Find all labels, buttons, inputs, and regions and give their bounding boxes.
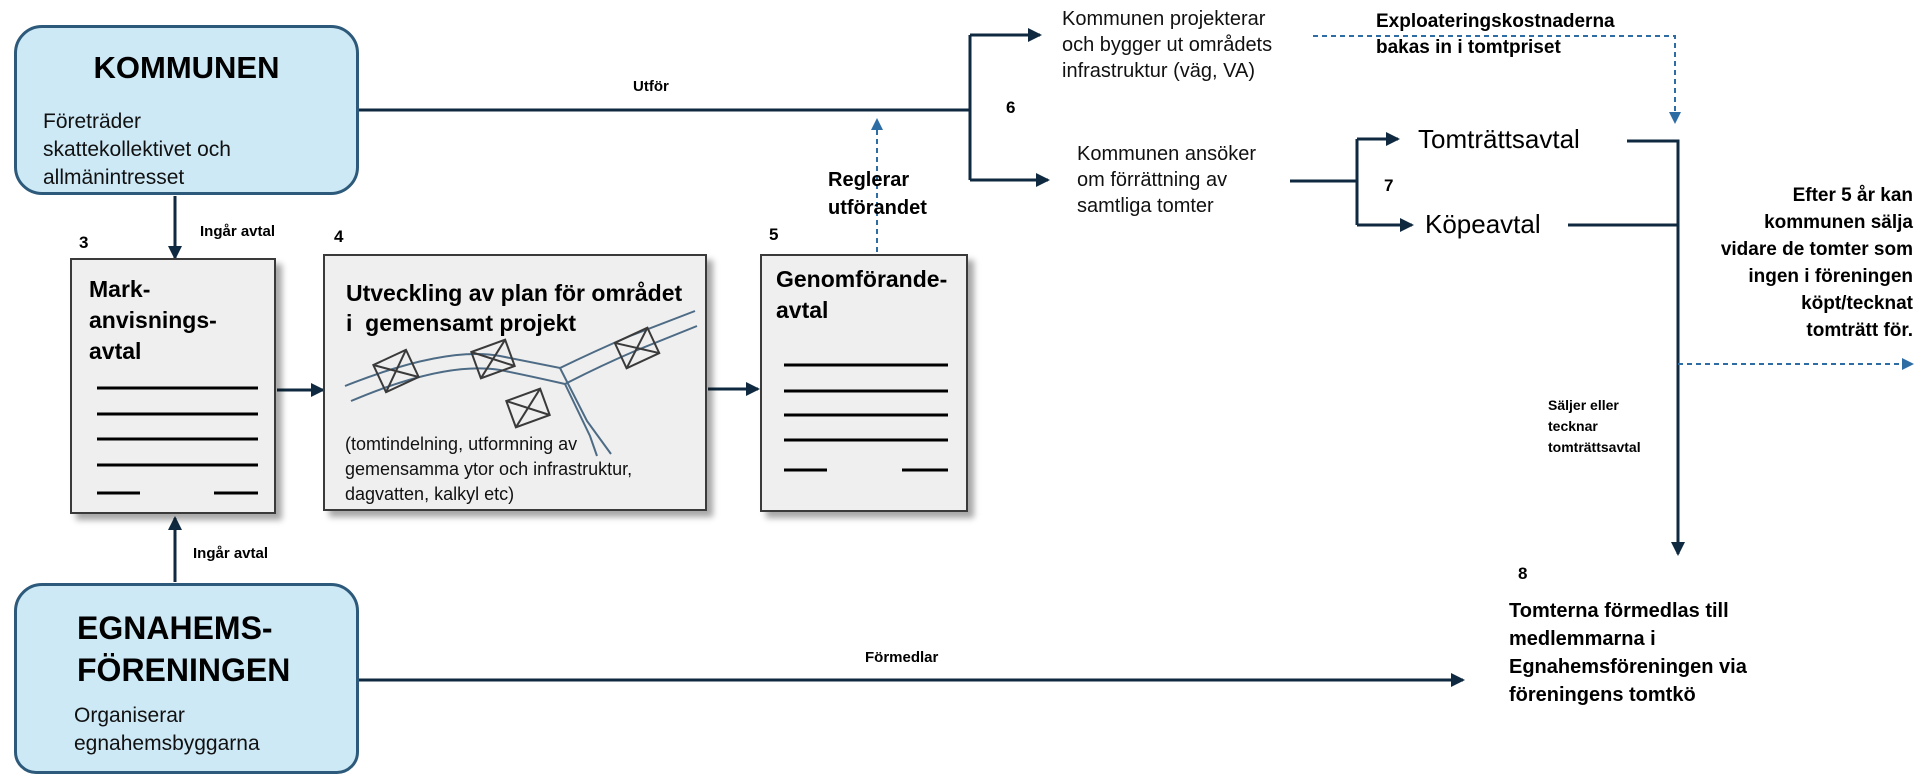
reglerar-label: Reglerar utförandet (828, 166, 927, 222)
step-number-5: 5 (769, 225, 779, 244)
plan-doc: Utveckling av plan för området i gemensa… (323, 254, 707, 511)
efter5-text: Efter 5 år kan kommunen sälja vidare de … (1660, 182, 1913, 344)
efter5-line3: vidare de tomter som (1720, 239, 1913, 260)
doc5-text-lines (784, 363, 948, 472)
tomterna-line3: Egnahemsföreningen via (1509, 656, 1747, 678)
doc5-title-line2: avtal (776, 297, 829, 323)
step-number-8: 8 (1518, 564, 1528, 583)
ansoker-line2: om förrättning av (1077, 169, 1228, 191)
exploatering-line1: Exploateringskostnaderna (1376, 11, 1615, 32)
efter5-line1: Efter 5 år kan (1792, 185, 1913, 206)
tomtratt-out-line (1627, 139, 1680, 225)
ansoker-text: Kommunen ansöker om förrättning av samtl… (1077, 141, 1256, 219)
genomforandeavtal-doc: Genomförande- avtal (760, 254, 968, 512)
efter5-line4: ingen i föreningen (1748, 266, 1913, 287)
utfor-label: Utför (633, 78, 669, 95)
tomterna-text: Tomterna förmedlas till medlemmarna i Eg… (1509, 597, 1747, 709)
ansoker-line3: samtliga tomter (1077, 195, 1214, 217)
efter5-line2: kommunen sälja (1764, 212, 1913, 233)
reglerar-line1: Reglerar (828, 169, 910, 191)
doc5-title-line1: Genomförande- (776, 266, 948, 292)
step-number-7: 7 (1384, 176, 1394, 195)
doc4-title-line2: i gemensamt projekt (346, 310, 577, 336)
efter5-line6: tomträtt för. (1806, 320, 1913, 341)
doc5-title: Genomförande- avtal (776, 264, 947, 326)
ansoker-line1: Kommunen ansöker (1077, 143, 1256, 165)
projekterar-line1: Kommunen projekterar (1062, 8, 1266, 30)
projekterar-line2: och bygger ut områdets (1062, 34, 1273, 56)
foreningen-description: Organiserar egnahemsbyggarna (74, 704, 260, 755)
foreningen-title-line1: EGNAHEMS- (77, 610, 273, 646)
exploatering-dashed-line (1313, 35, 1681, 124)
reglerar-line2: utförandet (828, 197, 927, 219)
kommunen-description: Företräder skattekollektivet och allmäni… (43, 110, 231, 189)
kommunen-box: KOMMUNEN Företräder skattekollektivet oc… (14, 25, 359, 195)
projekterar-line3: infrastruktur (väg, VA) (1062, 60, 1256, 82)
projekterar-text: Kommunen projekterar och bygger ut områd… (1062, 6, 1272, 84)
tomterna-line1: Tomterna förmedlas till (1509, 600, 1729, 622)
doc4-caption: (tomtindelning, utformning av gemensamma… (345, 434, 633, 504)
efter5-line5: köpt/tecknat (1801, 293, 1913, 314)
saljer-line3: tomträttsavtal (1548, 439, 1641, 455)
tomtrattsavtal-text: Tomträttsavtal (1418, 124, 1580, 154)
tomterna-line4: föreningens tomtkö (1509, 684, 1696, 706)
saljer-line2: tecknar (1548, 418, 1598, 434)
foreningen-title-line2: FÖRENINGEN (77, 652, 291, 688)
ingar-avtal-top-label: Ingår avtal (200, 223, 276, 240)
saljer-label: Säljer eller tecknar tomträttsavtal (1548, 395, 1641, 458)
doc3-title-line1: Mark- (89, 276, 151, 302)
exploatering-text: Exploateringskostnaderna bakas in i tomt… (1376, 9, 1615, 61)
formedlar-label: Förmedlar (865, 649, 939, 666)
exploatering-line2: bakas in i tomtpriset (1376, 37, 1561, 58)
doc3-title-line2: anvisnings- (89, 307, 217, 333)
doc4-title-line1: Utveckling av plan för området (346, 280, 683, 306)
doc3-title-line3: avtal (89, 338, 142, 364)
saljer-line1: Säljer eller (1548, 397, 1619, 413)
foreningen-box: EGNAHEMS- FÖRENINGEN Organiserar egnahem… (14, 583, 359, 774)
step-number-6: 6 (1006, 98, 1016, 117)
doc4-title: Utveckling av plan för området i gemensa… (346, 278, 682, 338)
doc3-title: Mark- anvisnings- avtal (89, 274, 217, 367)
doc3-text-lines (97, 386, 258, 495)
step-number-4: 4 (334, 227, 344, 246)
tomterna-line2: medlemmarna i (1509, 628, 1656, 650)
kopeavtal-text: Köpeavtal (1425, 209, 1541, 239)
plan-map-sketch (344, 310, 698, 457)
step-number-3: 3 (79, 233, 89, 252)
ingar-avtal-bottom-label: Ingår avtal (193, 545, 269, 562)
markanvisningsavtal-doc: Mark- anvisnings- avtal (70, 258, 276, 514)
kommunen-title: KOMMUNEN (93, 50, 280, 85)
